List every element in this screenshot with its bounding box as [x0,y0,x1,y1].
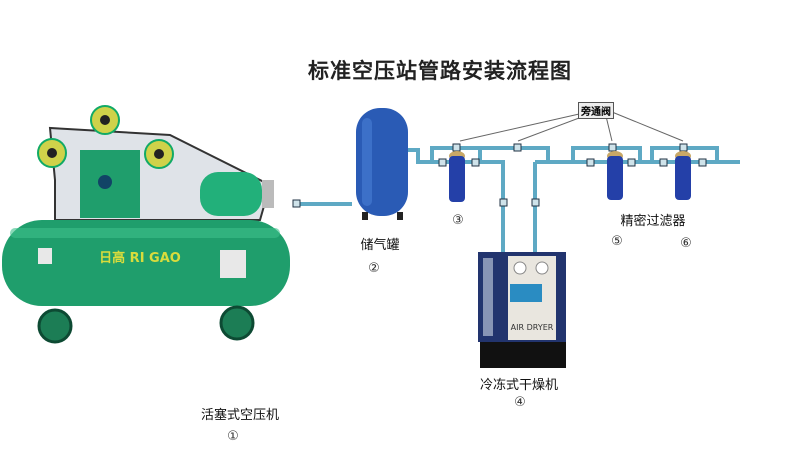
valves [292,143,707,208]
bypass-valve-label: 旁通阀 [578,102,614,119]
filter-5-number: ⑤ [611,234,623,249]
filter-3 [449,151,465,202]
svg-text:AIR DRYER: AIR DRYER [511,323,554,332]
tank-label: 储气罐 [360,238,400,253]
filter-5 [607,151,623,200]
filter-6 [675,151,691,200]
compressor-number: ① [227,429,239,444]
diagram-title: 标准空压站管路安装流程图 [308,58,572,83]
dryer-number: ④ [514,395,526,410]
bypass-lines [459,111,684,142]
dryer-label: 冷冻式干燥机 [479,378,559,393]
tank-number: ② [368,261,380,276]
filter-3-number: ③ [452,213,464,228]
piston-air-compressor: 日高 RI GAO [2,105,290,344]
filter-group-label: 精密过滤器 [620,214,686,229]
precision-filters [449,151,691,202]
refrigerated-dryer: AIR DRYER [478,252,566,368]
filter-6-number: ⑥ [680,236,692,251]
svg-text:日高 RI GAO: 日高 RI GAO [99,250,181,266]
compressor-label: 活塞式空压机 [200,408,280,423]
air-storage-tank [356,108,408,220]
